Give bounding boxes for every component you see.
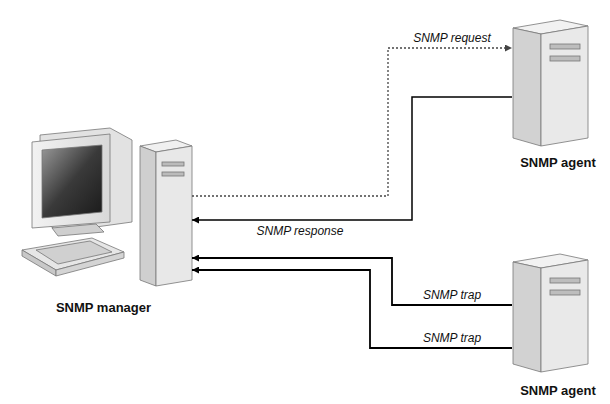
node-label: SNMP manager	[54, 300, 153, 315]
message-arrow	[192, 270, 512, 348]
message-arrow	[192, 258, 512, 305]
connector-label: SNMP trap	[421, 331, 483, 345]
server-tower	[513, 20, 588, 146]
node-label: SNMP agent	[518, 383, 598, 398]
keyboard	[22, 238, 124, 276]
server-tower	[513, 254, 588, 372]
node-label: SNMP agent	[518, 155, 598, 170]
connector-label: SNMP request	[411, 31, 493, 45]
request-arrow	[192, 48, 512, 196]
computer-tower	[140, 140, 192, 286]
agent-server: SNMP agent	[512, 250, 604, 398]
connector-label: SNMP trap	[421, 288, 483, 302]
connector-label: SNMP response	[255, 224, 346, 238]
agent-server: SNMP agent	[512, 15, 604, 170]
manager-station: SNMP manager	[15, 125, 192, 315]
message-arrow	[192, 97, 512, 220]
computer-monitor	[32, 128, 132, 236]
